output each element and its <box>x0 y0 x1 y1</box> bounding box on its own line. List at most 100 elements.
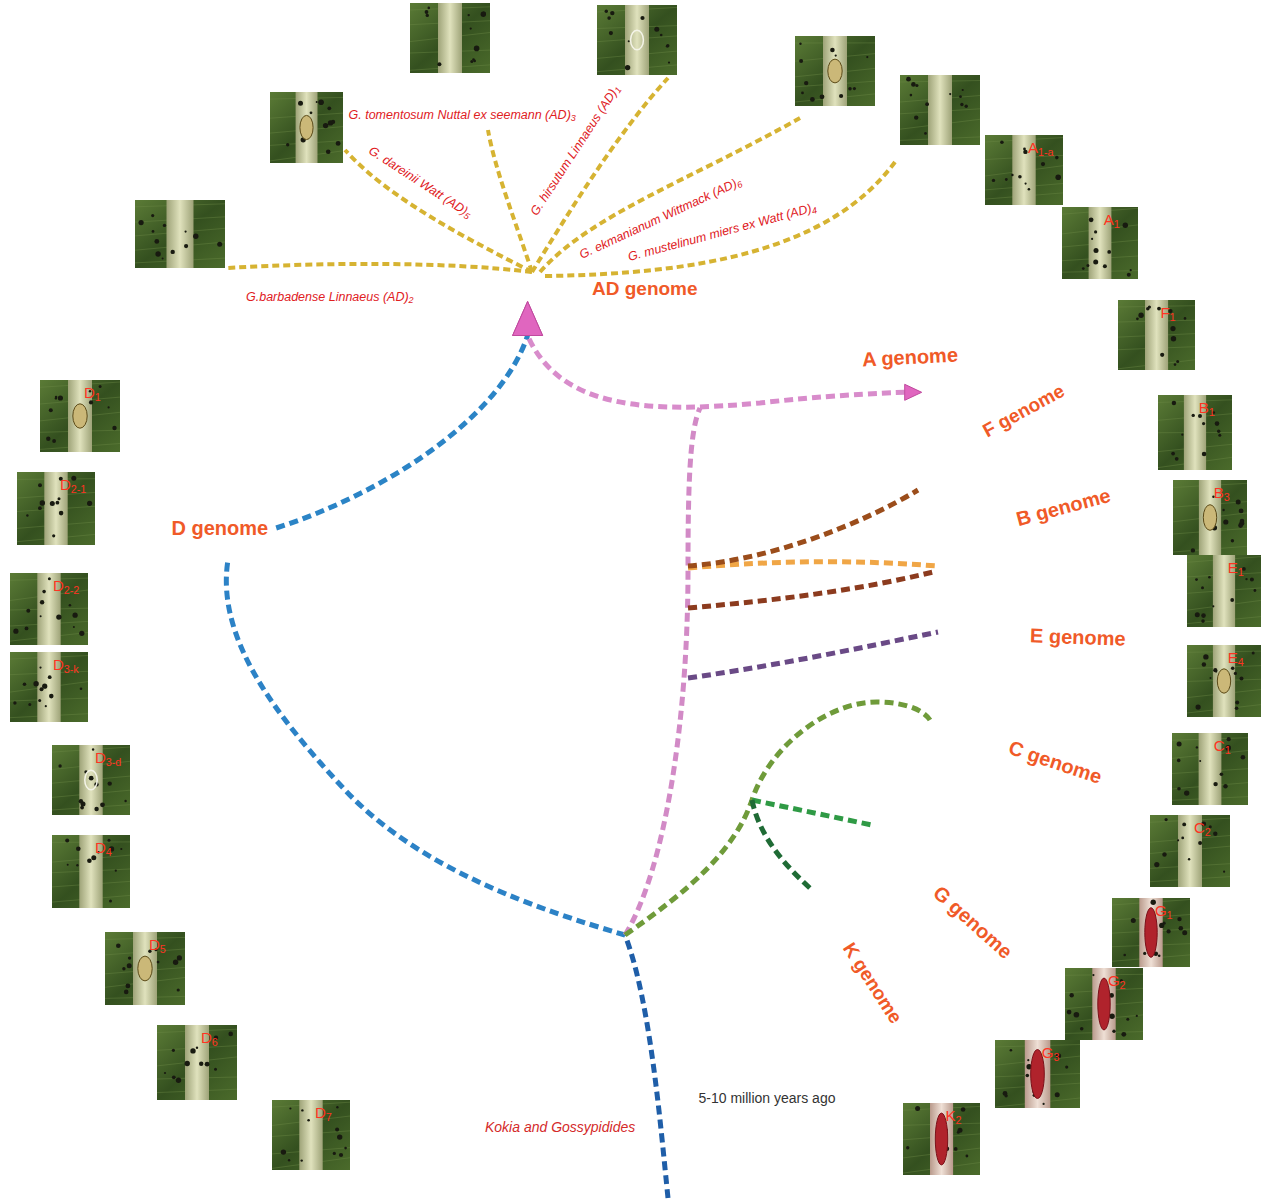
subscript: 3-k <box>64 663 79 675</box>
subscript: 3-d <box>106 756 122 768</box>
gland-dot <box>1222 509 1224 511</box>
sector-shape <box>917 659 1181 897</box>
gland-dot <box>1143 952 1146 955</box>
gland-dot <box>1167 929 1171 933</box>
gland-dot <box>1234 672 1237 675</box>
gland-dot <box>1250 578 1254 582</box>
leaf-photo <box>135 200 225 268</box>
leaf-spot <box>631 30 644 50</box>
leaf-spot <box>138 956 152 981</box>
leaf-spot <box>1217 669 1230 693</box>
leaf-spot <box>1203 505 1216 531</box>
gland-dot <box>666 45 669 48</box>
gland-dot <box>906 1146 909 1149</box>
gland-dot <box>65 838 69 842</box>
gland-dot <box>1026 1074 1030 1078</box>
gland-dot <box>961 1107 966 1112</box>
gland-dot <box>1252 651 1255 654</box>
gland-dot <box>42 590 46 594</box>
leaf-photo <box>272 1100 350 1170</box>
genome-sector: G genome <box>828 782 1112 1064</box>
gland-dot <box>288 1159 290 1161</box>
gland-dot <box>810 97 815 102</box>
leaf-photo <box>1118 300 1195 370</box>
sector-fill <box>361 902 908 1167</box>
gland-dot <box>910 94 913 97</box>
gland-dot <box>1065 1066 1068 1069</box>
evolution-arrow <box>276 336 527 529</box>
gland-dot <box>326 149 331 154</box>
accession-label: D3-d <box>95 749 121 767</box>
gland-dot <box>1171 336 1176 341</box>
gland-dot <box>1231 539 1234 542</box>
gland-dot <box>164 1072 166 1074</box>
accession-label: D7 <box>315 1104 332 1122</box>
gland-dot <box>124 990 129 995</box>
subscript: 1 <box>1225 744 1231 756</box>
gland-dot <box>73 626 75 628</box>
gland-dot <box>1112 1030 1115 1033</box>
leaf-photo <box>157 1025 237 1100</box>
gland-dot <box>1136 317 1139 320</box>
gland-dot <box>609 31 613 35</box>
gland-dot <box>177 955 182 960</box>
sector-fill <box>937 408 1179 582</box>
gland-dot <box>1011 174 1013 176</box>
gland-dot <box>474 46 480 52</box>
gland-dot <box>38 506 42 510</box>
gland-dot <box>13 701 16 704</box>
gland-dot <box>1027 1059 1029 1061</box>
tree-branch <box>752 800 872 825</box>
gland-dot <box>116 943 121 948</box>
gland-dot <box>1202 422 1205 425</box>
gland-dot <box>176 1078 181 1083</box>
gland-dot <box>1041 162 1045 166</box>
gland-dot <box>228 1032 233 1037</box>
subscript: 2 <box>955 1114 961 1126</box>
gland-dot <box>1241 755 1246 760</box>
gland-dot <box>199 1062 203 1066</box>
subscript: 5 <box>160 943 166 955</box>
gland-dot <box>1202 662 1206 666</box>
gland-dot <box>214 1068 217 1071</box>
leaf-photo <box>1172 733 1248 805</box>
accession-label: E1 <box>1228 559 1244 577</box>
midrib <box>928 75 952 145</box>
gland-dot <box>1181 434 1183 436</box>
gland-dot <box>48 577 51 580</box>
tree-branch <box>226 560 625 935</box>
gland-dot <box>39 667 41 669</box>
gland-dot <box>1223 871 1225 873</box>
gland-dot <box>1025 183 1027 185</box>
gland-dot <box>316 101 318 103</box>
gland-dot <box>1107 250 1111 254</box>
gland-dot <box>126 984 131 989</box>
gland-dot <box>1092 974 1094 976</box>
leaf-photo <box>52 745 130 815</box>
gland-dot <box>1175 457 1179 461</box>
gland-dot <box>1148 305 1151 308</box>
gland-dot <box>1218 434 1221 437</box>
accession-label: D6 <box>201 1029 218 1047</box>
gland-dot <box>337 1134 342 1139</box>
gland-dot <box>482 12 486 16</box>
gland-dot <box>428 7 431 10</box>
gland-dot <box>323 123 328 128</box>
accession-label: D1 <box>84 384 101 402</box>
leaf-spot <box>73 404 87 428</box>
arrow-head <box>513 302 543 336</box>
gland-dot <box>128 956 131 959</box>
leaf-ground <box>40 380 120 452</box>
gland-dot <box>344 1147 347 1150</box>
gland-dot <box>1199 760 1201 762</box>
gland-dot <box>298 101 303 106</box>
gland-dot <box>1177 839 1179 841</box>
gland-dot <box>1093 260 1098 265</box>
gland-dot <box>87 501 92 506</box>
gland-dot <box>1188 858 1190 860</box>
gland-dot <box>1023 148 1026 151</box>
leaf-ground <box>995 1040 1080 1108</box>
gland-dot <box>1018 175 1022 179</box>
gland-dot <box>1239 509 1244 514</box>
gland-dot <box>38 483 42 487</box>
